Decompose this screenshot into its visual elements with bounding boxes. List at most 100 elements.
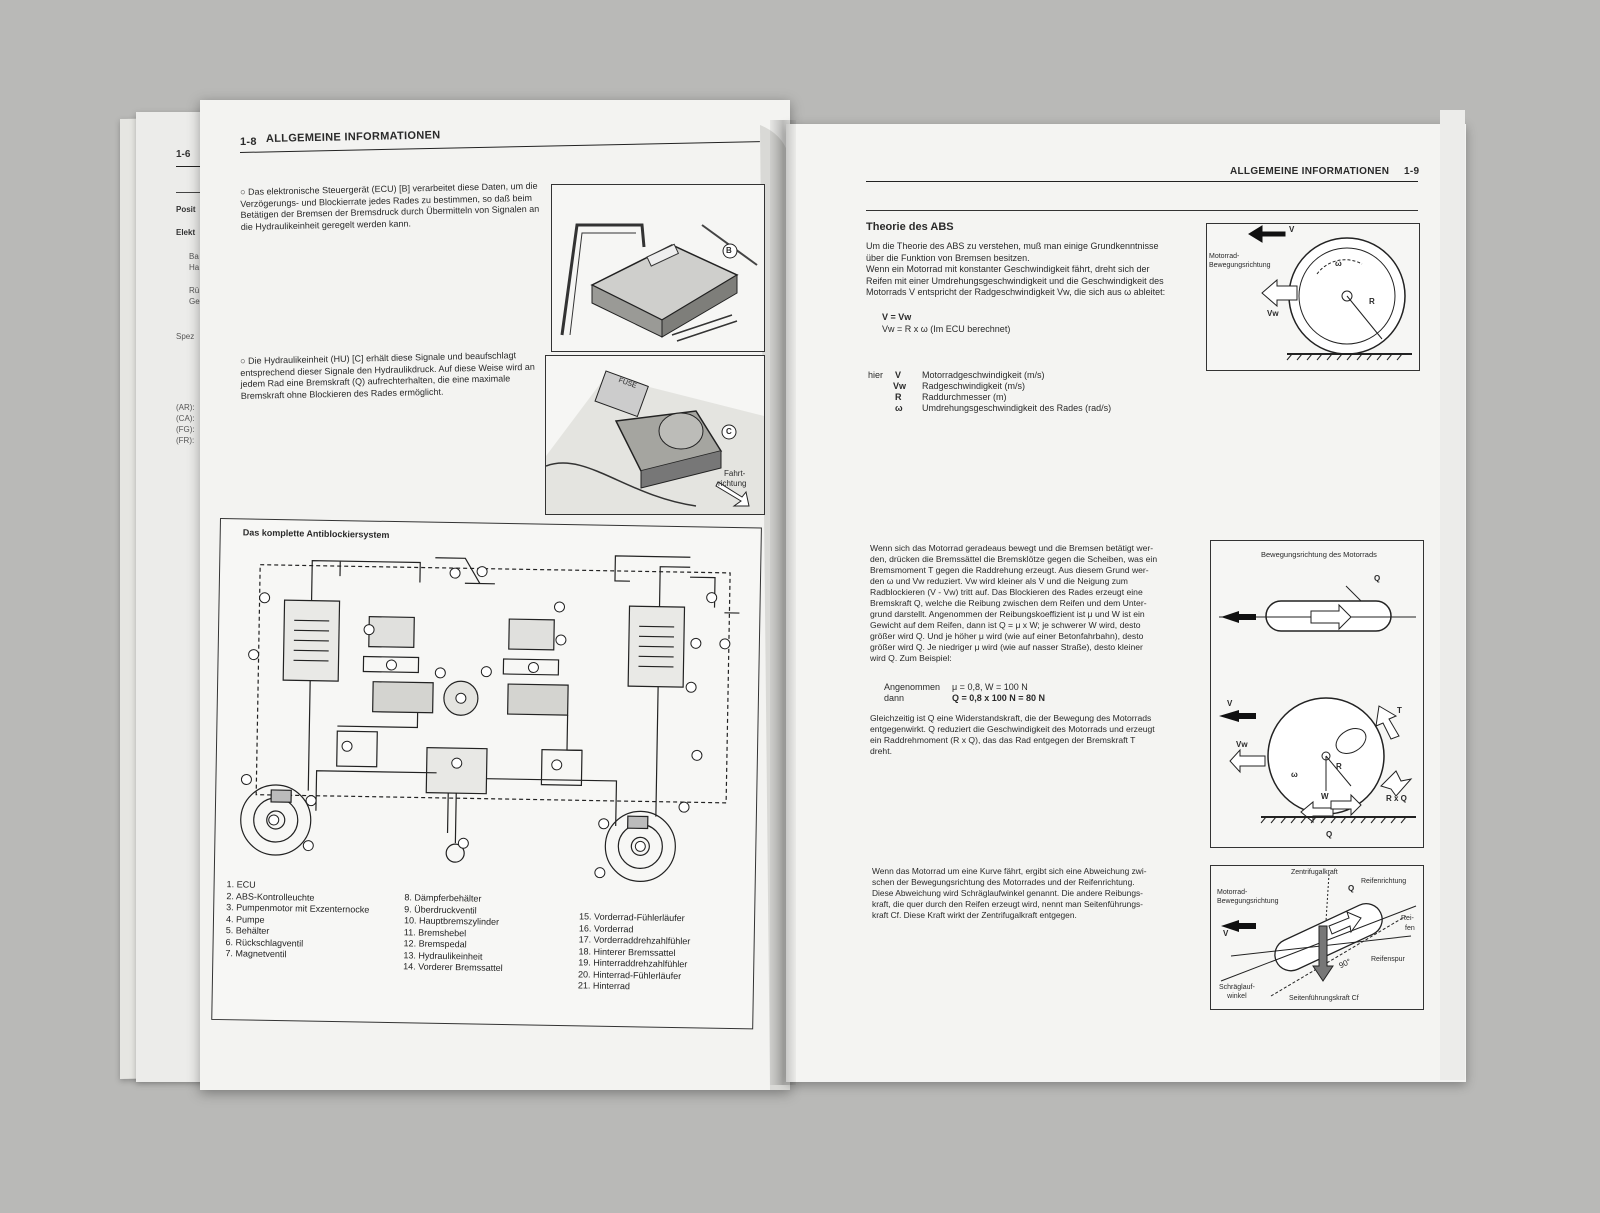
bullet-icon: ○ — [240, 355, 249, 366]
fig2-label-r: R — [1336, 762, 1342, 771]
part-item: 7. Magnetventil — [225, 948, 287, 960]
example-1-value: μ = 0,8, W = 100 N — [952, 682, 1028, 692]
under-fragment: Rü — [189, 286, 200, 295]
paragraph-ecu-text: Das elektronische Steuergerät (ECU) [B] … — [240, 180, 540, 232]
braking-line: den ω und Vw reduziert. Vw wird kleiner … — [870, 576, 1128, 586]
formula-2: Vw = R x ω (Im ECU berechnet) — [882, 324, 1011, 334]
fig3-reifenrichtung: Reifenrichtung — [1361, 878, 1407, 885]
under-fragment: (AR): — [176, 403, 195, 412]
part-item: 8. Dämpferbehälter — [404, 892, 482, 904]
parts-list-col-2: 8. Dämpferbehälter 9. Überdruckventil 10… — [403, 892, 504, 974]
braking-force-figure: Bewegungsrichtung des Motorrads Q V Vw T… — [1210, 540, 1424, 848]
fig3-schraeg-line: Schräglauf- — [1219, 984, 1255, 991]
intro-line: über die Funktion von Bremsen besitzen. — [866, 252, 1030, 263]
under-fragment: (FR): — [176, 436, 195, 445]
counter-line: Gleichzeitig ist Q eine Widerstandskraft… — [870, 713, 1152, 723]
braking-text: Wenn sich das Motorrad geradeaus bewegt … — [870, 543, 1195, 664]
fig2-label-omega: ω — [1291, 770, 1298, 779]
curve-line: schen der Bewegungsrichtung des Motorrad… — [872, 877, 1135, 887]
fig2-label-vw: Vw — [1236, 740, 1248, 749]
legend-desc: Motorradgeschwindigkeit (m/s) — [922, 370, 1045, 380]
cornering-figure: Zentrifugalkraft Reifenrichtung Motorrad… — [1210, 865, 1424, 1010]
braking-line: größer wird Q. Je niedriger μ wird (wie … — [870, 642, 1143, 652]
example-1-label: Angenommen — [884, 682, 941, 692]
fig1-caption: Motorrad- Bewegungsrichtung — [1209, 252, 1271, 270]
fig2-label-v: V — [1227, 699, 1233, 708]
abs-system-diagram: Das komplette Antiblockiersystem — [211, 518, 762, 1030]
part-item: 14. Vorderer Bremssattel — [403, 961, 503, 974]
counter-line: entgegenwirkt. Q reduziert die Geschwind… — [870, 724, 1155, 734]
legend-desc: Raddurchmesser (m) — [922, 392, 1007, 402]
fig3-motorrad-line: Motorrad- — [1217, 889, 1248, 896]
ecu-figure: B — [551, 184, 765, 352]
curve-line: Wenn das Motorrad um eine Kurve fährt, e… — [872, 866, 1147, 876]
legend-prefix: hier — [868, 370, 884, 380]
formula-1: V = Vw — [882, 312, 912, 322]
fig3-rei: Rei- — [1401, 915, 1414, 922]
fig1-caption-line: Motorrad- — [1209, 253, 1240, 260]
book-spine-shadow — [770, 120, 796, 1085]
braking-line: größer wird Q. Und je höher μ wird (wie … — [870, 631, 1144, 641]
example-2-label: dann — [884, 693, 905, 703]
under-page-number: 1-6 — [176, 149, 191, 160]
legend-desc: Radgeschwindigkeit (m/s) — [922, 381, 1026, 391]
intro-line: Motorrads V entspricht der Radgeschwindi… — [866, 287, 1166, 297]
part-item: 21. Hinterrad — [577, 980, 631, 992]
counter-line: ein Raddrehmoment (R x Q), das das Rad e… — [870, 735, 1136, 745]
fig2-label-q2: Q — [1326, 830, 1333, 839]
legend-symbol: Vw — [893, 381, 907, 391]
braking-line: Radblockieren (V - Vw) tritt auf. Das Bl… — [870, 587, 1143, 597]
section-title: Theorie des ABS — [866, 221, 954, 233]
right-page-stack-edge — [1440, 110, 1465, 1080]
right-header-rule — [866, 181, 1418, 182]
legend-symbol: ω — [895, 403, 903, 413]
under-fragment: (CA): — [176, 414, 195, 423]
curve-line: kraft Cf. Diese Kraft wirkt der Zentrifu… — [872, 910, 1077, 920]
fig2-label-q: Q — [1374, 574, 1381, 583]
parts-list-col-1: 1. ECU 2. ABS-Kontrolleuchte 3. Pumpenmo… — [225, 879, 369, 962]
hu-figure-label-richtung: richtung — [718, 479, 747, 488]
fig2-label-t: T — [1397, 706, 1402, 715]
abs-schematic — [240, 555, 740, 882]
intro-line: Wenn ein Motorrad mit konstanter Geschwi… — [866, 264, 1150, 274]
under-fragment: Ba — [189, 252, 199, 261]
fig3-fen: fen — [1405, 925, 1415, 932]
braking-line: Gewicht auf dem Reifen, dann ist Q = μ x… — [870, 620, 1141, 630]
intro-line: Um die Theorie des ABS zu verstehen, muß… — [866, 241, 1159, 251]
curve-text: Wenn das Motorrad um eine Kurve fährt, e… — [872, 866, 1197, 921]
right-page-number: 1-9 — [1404, 166, 1420, 177]
fig2-label-rq: R x Q — [1386, 794, 1407, 803]
under-fragment: Elekt — [176, 228, 196, 237]
fig3-q: Q — [1348, 884, 1355, 893]
under-page-rule-2 — [176, 192, 206, 193]
paragraph-ecu: ○ Das elektronische Steuergerät (ECU) [B… — [240, 181, 541, 233]
under-fragment: (FG): — [176, 425, 195, 434]
fig1-label-omega: ω — [1335, 259, 1342, 268]
wheel-speed-figure: V Vw ω R Motorrad- Bewegungsrichtung — [1206, 223, 1420, 371]
legend-symbol: V — [895, 370, 902, 380]
fig1-caption-line: Bewegungsrichtung — [1209, 262, 1271, 269]
counter-line: dreht. — [870, 746, 892, 756]
fig1-label-v: V — [1289, 225, 1295, 234]
fig3-reifenspur: Reifenspur — [1371, 956, 1405, 963]
braking-line: Bremskraft Q, welche die Reibung zwische… — [870, 598, 1147, 608]
braking-line: Wenn sich das Motorrad geradeaus bewegt … — [870, 543, 1154, 553]
fig3-schraeg-line: winkel — [1227, 993, 1247, 1000]
right-page-header: ALLGEMEINE INFORMATIONEN — [1230, 166, 1390, 177]
bullet-icon: ○ — [240, 186, 249, 197]
fig2-label-w: W — [1321, 792, 1329, 801]
fig1-label-r: R — [1369, 297, 1375, 306]
hu-figure: C FUSE Fahrt- richtung — [545, 355, 765, 515]
curve-line: kraft, die quer durch den Reifen erzeugt… — [872, 899, 1143, 909]
left-page-number: 1-8 — [240, 136, 257, 148]
under-fragment: Ge — [189, 297, 200, 306]
fig3-motorrad: Motorrad- Bewegungsrichtung — [1217, 888, 1279, 906]
fig3-seiten: Seitenführungskraft Cf — [1289, 995, 1359, 1002]
example-2-value: Q = 0,8 x 100 N = 80 N — [952, 693, 1046, 703]
legend-desc: Umdrehungsgeschwindigkeit des Rades (rad… — [922, 403, 1112, 413]
under-fragment: Ha — [189, 263, 200, 272]
braking-line: den, drücken die Bremssättel die Bremskl… — [870, 554, 1158, 564]
intro-text: Um die Theorie des ABS zu verstehen, muß… — [866, 241, 1186, 299]
hu-figure-label-c: C — [726, 427, 732, 436]
fig1-label-vw: Vw — [1267, 309, 1279, 318]
